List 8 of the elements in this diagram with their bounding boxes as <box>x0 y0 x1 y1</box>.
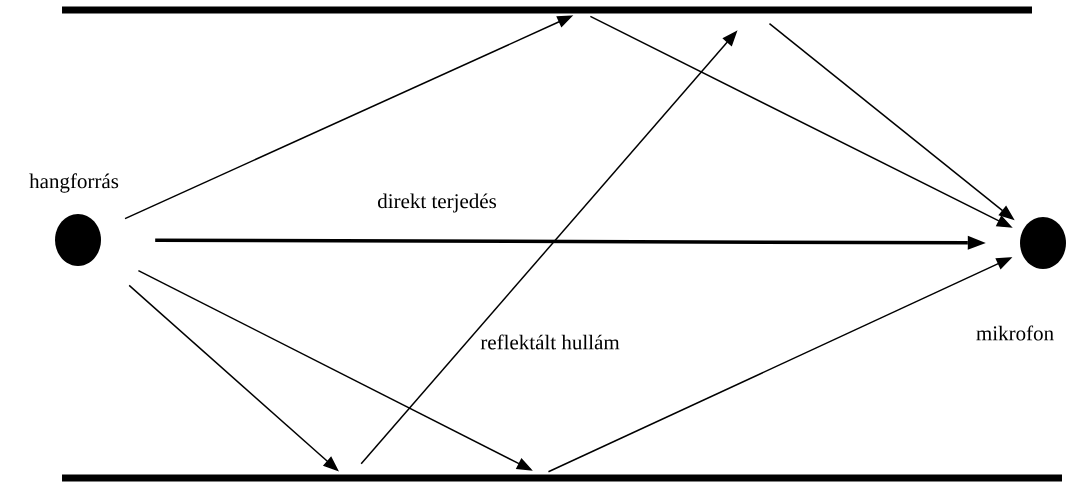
edge-label: direkt terjedés <box>378 193 497 213</box>
node-caption: hangforrás <box>29 173 119 193</box>
node-caption: mikrofon <box>976 325 1054 341</box>
dot <box>1020 217 1066 269</box>
dot <box>55 214 101 266</box>
arrow <box>155 235 986 250</box>
wall <box>62 474 1062 482</box>
wave-label: reflektált hullám <box>479 333 621 351</box>
